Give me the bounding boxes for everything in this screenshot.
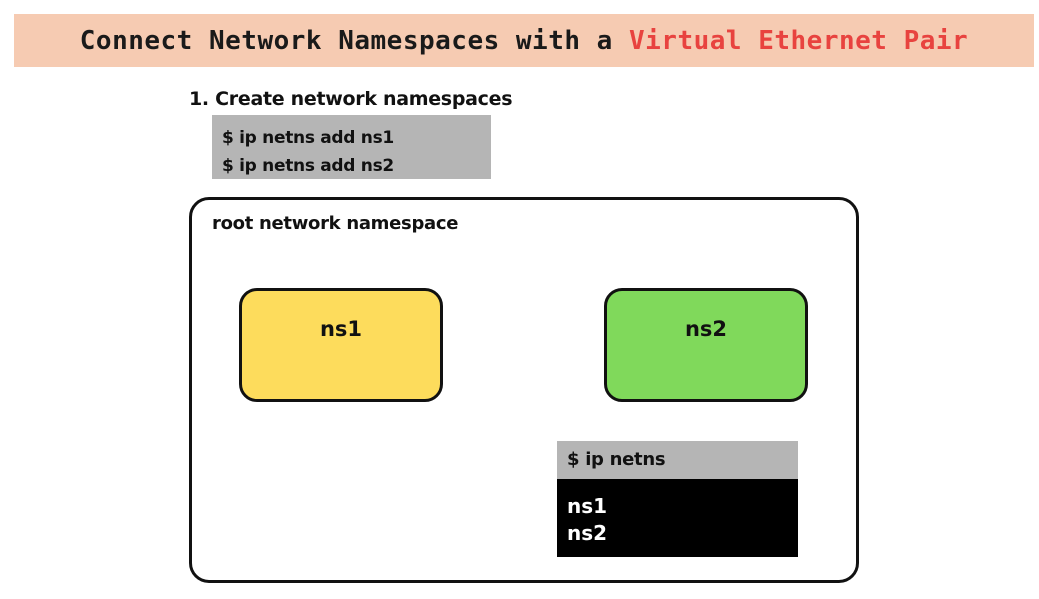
namespace-ns1-box: ns1 [239,288,443,402]
terminal-command: $ ip netns [557,441,798,479]
command-block: $ ip netns add ns1 $ ip netns add ns2 [212,115,491,179]
terminal-output-line: ns2 [567,521,608,545]
title-prefix: Connect Network Namespaces with a [79,25,629,56]
page-title: Connect Network Namespaces with a Virtua… [80,26,968,56]
root-namespace-label: root network namespace [212,213,459,234]
title-accent: Virtual Ethernet Pair [628,25,969,56]
step-heading: 1. Create network namespaces [189,88,513,110]
namespace-ns1-label: ns1 [319,317,363,341]
title-banner: Connect Network Namespaces with a Virtua… [14,14,1034,67]
namespace-ns2-label: ns2 [684,317,728,341]
terminal-output: ns1 ns2 [557,479,798,557]
command-line: $ ip netns add ns1 [222,128,394,148]
command-line: $ ip netns add ns2 [222,156,394,176]
namespace-ns2-box: ns2 [604,288,808,402]
terminal-output-line: ns1 [567,494,608,518]
